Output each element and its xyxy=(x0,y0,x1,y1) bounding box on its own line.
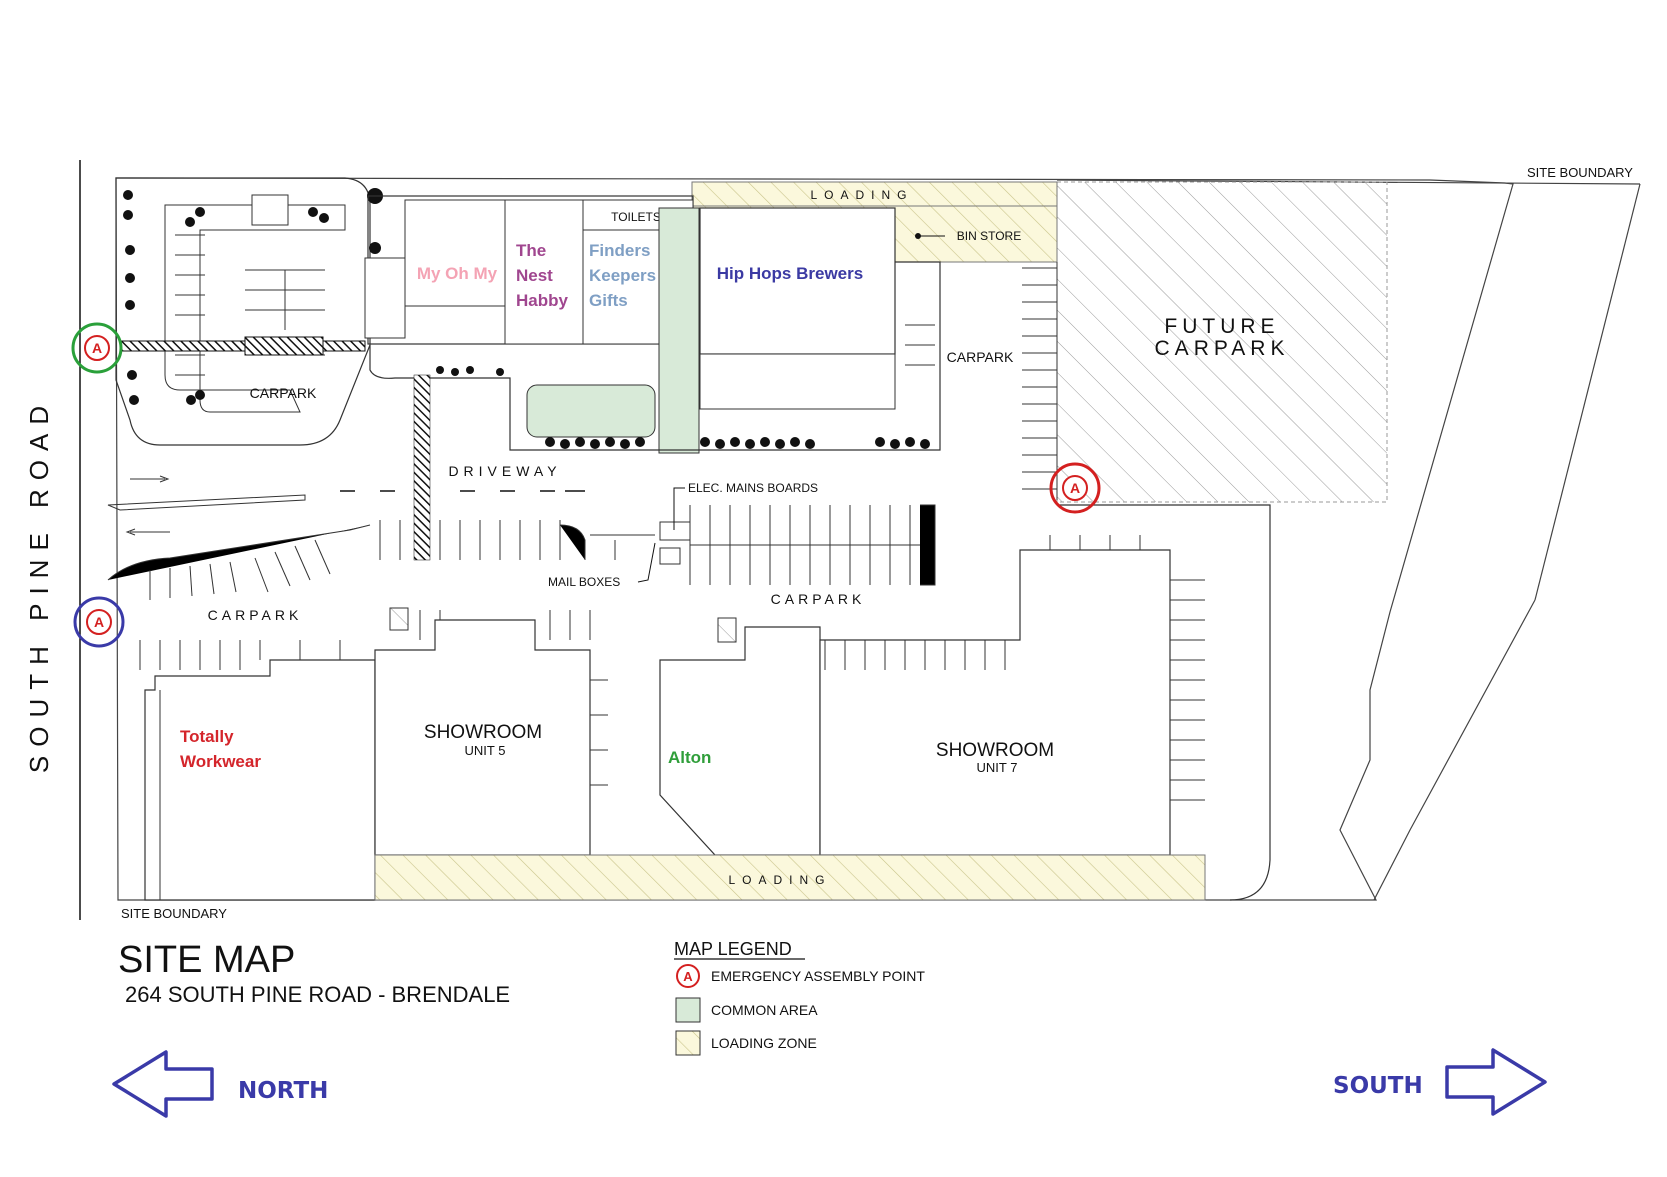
common-area-swatch xyxy=(675,997,701,1023)
driveway-island xyxy=(107,494,306,511)
driveway-direction-arrows xyxy=(125,475,170,536)
shop-totally-workwear xyxy=(144,659,376,901)
carpark-nw-label: CARPARK xyxy=(250,385,317,401)
north-carpark-kiosk xyxy=(251,194,289,226)
future-carpark-label-2: CARPARK xyxy=(1155,337,1290,360)
north-carpark-bays xyxy=(175,234,325,376)
carpark-sw-label: CARPARK xyxy=(208,607,303,623)
legend-item-common: COMMON AREA xyxy=(711,1002,818,1018)
loading-bottom-label: LOADING xyxy=(728,873,831,887)
south-label: SOUTH xyxy=(1333,1073,1423,1099)
bin-store-label: BIN STORE xyxy=(957,229,1021,243)
shop-hip-hops xyxy=(699,207,896,355)
svg-text:A: A xyxy=(92,340,102,356)
site-boundary-right-curve xyxy=(1373,599,1536,901)
common-area-courtyard xyxy=(526,384,656,438)
unit5-label: UNIT 5 xyxy=(465,743,506,758)
carpark-mid-bays xyxy=(379,504,936,586)
shop-the-nest xyxy=(504,199,584,345)
unit7-label: UNIT 7 xyxy=(977,760,1018,775)
elec-mains-label: ELEC. MAINS BOARDS xyxy=(688,481,818,495)
trees-row-driveway xyxy=(436,366,930,449)
loading-zone-swatch xyxy=(675,1030,701,1056)
driveway-pedestrian-crossing xyxy=(413,374,431,561)
trees-row-west xyxy=(123,188,383,405)
site-boundary-right-line xyxy=(1534,183,1641,601)
tenant-finders-3: Gifts xyxy=(589,291,628,310)
svg-text:A: A xyxy=(683,969,693,984)
unit7-bays xyxy=(824,535,1205,801)
shop-finders-keepers xyxy=(582,229,660,345)
site-map-title: SITE MAP xyxy=(118,939,295,981)
south-arrow-icon xyxy=(1445,1048,1547,1116)
legend-title: MAP LEGEND xyxy=(674,939,792,959)
site-boundary-bottom-label: SITE BOUNDARY xyxy=(121,906,227,921)
tenant-finders-2: Keepers xyxy=(589,266,656,285)
svg-text:A: A xyxy=(1070,480,1080,496)
carpark-ne-label: CARPARK xyxy=(947,349,1014,365)
common-area-strip xyxy=(658,207,700,454)
tenant-totally-1: Totally xyxy=(180,727,234,746)
shop-alton xyxy=(659,626,821,856)
east-road-curve xyxy=(1057,504,1271,901)
tenant-the-nest-2: Nest xyxy=(516,266,553,285)
future-carpark-area xyxy=(1056,181,1388,503)
tenant-alton: Alton xyxy=(668,748,711,767)
showroom5-label: SHOWROOM xyxy=(424,722,542,743)
tenant-totally-2: Workwear xyxy=(180,752,261,771)
legend-item-assembly: EMERGENCY ASSEMBLY POINT xyxy=(711,968,925,984)
tenant-the-nest-1: The xyxy=(516,241,546,260)
future-carpark-label-1: FUTURE xyxy=(1164,315,1279,338)
tenant-my-oh-my: My Oh My xyxy=(417,264,498,283)
assembly-point-north: A xyxy=(71,322,123,374)
mail-box-unit xyxy=(659,547,681,565)
svg-text:A: A xyxy=(94,614,104,630)
loading-top-label: LOADING xyxy=(810,188,913,202)
mail-boxes-label: MAIL BOXES xyxy=(548,575,620,589)
loading-zone-bottom xyxy=(374,854,1206,901)
showroom7-label: SHOWROOM xyxy=(936,740,1054,761)
tenant-hip-hops: Hip Hops Brewers xyxy=(717,264,863,283)
road-label: SOUTH PINE ROAD xyxy=(24,397,54,773)
carpark-ne-bays xyxy=(905,262,1058,500)
north-ramp xyxy=(244,336,324,356)
tenant-finders-1: Finders xyxy=(589,241,650,260)
assembly-point-icon: A xyxy=(676,964,700,988)
north-buildings-front xyxy=(369,261,941,451)
carpark-mid-label: CARPARK xyxy=(771,591,866,607)
shop-my-oh-my xyxy=(404,199,506,307)
legend-item-loading: LOADING ZONE xyxy=(711,1035,817,1051)
elec-mains-box xyxy=(659,521,691,541)
shop-my-oh-my-annex xyxy=(364,257,406,339)
assembly-point-west: A xyxy=(73,596,125,648)
mail-boxes-leader xyxy=(637,542,656,583)
carpark-sw-bays xyxy=(107,524,591,670)
elec-mains-leader xyxy=(673,487,685,530)
site-address: 264 SOUTH PINE ROAD - BRENDALE xyxy=(125,982,510,1007)
bin-store-dot xyxy=(915,233,921,239)
north-carpark-outline xyxy=(115,177,371,446)
north-arrow-icon xyxy=(112,1050,214,1118)
loading-zone-top-inner xyxy=(691,181,1058,207)
toilets-label: TOILETS xyxy=(611,210,661,224)
assembly-point-east: A xyxy=(1049,462,1101,514)
hatched-plant-1 xyxy=(389,607,409,631)
showroom-unit-7 xyxy=(819,549,1171,856)
shop-hip-hops-rear xyxy=(699,353,896,410)
north-label: NORTH xyxy=(238,1078,328,1104)
north-carpark-inner xyxy=(164,204,346,413)
driveway-label: DRIVEWAY xyxy=(448,463,561,479)
tenant-the-nest-3: Habby xyxy=(516,291,569,310)
north-pedestrian-crossing xyxy=(119,340,366,352)
unit5-side-bays xyxy=(590,679,608,786)
site-boundary-top-label: SITE BOUNDARY xyxy=(1527,165,1633,180)
hatched-plant-2 xyxy=(717,617,737,643)
